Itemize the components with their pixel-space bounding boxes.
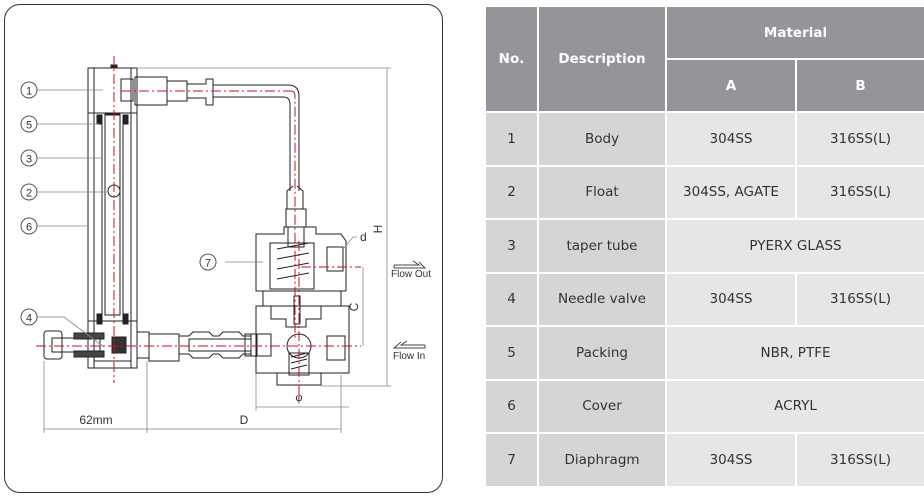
row-description: Needle valve [539,273,665,325]
row-no: 7 [486,434,537,486]
flow-in-label: Flow In [393,351,425,362]
row-material-b: 316SS(L) [797,113,924,165]
table-row: 2 Float 304SS, AGATE 316SS(L) [486,166,924,218]
dimension-lines [37,67,391,433]
row-no: 5 [486,327,537,379]
balloon-4: 4 [20,308,38,326]
row-no: 2 [486,166,537,218]
header-no: No. [486,7,537,111]
svg-text:1: 1 [26,86,32,98]
row-material-b: 316SS(L) [797,166,924,218]
table-row: 5 Packing NBR, PTFE [486,327,924,379]
diameter-label: φ [295,392,302,404]
flow-arrows [392,260,427,349]
port-d-label: d [360,230,367,244]
table-row: 6 Cover ACRYL [486,380,924,432]
row-no: 6 [486,380,537,432]
balloon-6: 6 [20,217,38,235]
row-material-a: 304SS [667,434,795,486]
dim-c-label: C [347,302,361,311]
svg-text:6: 6 [26,222,32,234]
svg-text:4: 4 [26,313,32,325]
row-no: 1 [486,113,537,165]
dim-d-label: D [240,413,249,427]
row-material-merged: PYERX GLASS [667,220,924,272]
row-no: 4 [486,273,537,325]
svg-text:5: 5 [26,120,32,132]
flowmeter-drawing: 1 5 3 2 6 4 7 62mm D H C d φ Flow Out Fl… [20,56,431,433]
balloon-2: 2 [20,183,38,201]
row-no: 3 [486,220,537,272]
row-material-merged: ACRYL [667,380,924,432]
table-row: 7 Diaphragm 304SS 316SS(L) [486,434,924,486]
meter-body [87,64,138,369]
balloon-3: 3 [20,149,38,167]
header-material-b: B [797,60,924,111]
balloons: 1 5 3 2 6 4 7 [20,81,217,326]
flow-out-label: Flow Out [391,269,431,280]
row-material-a: 304SS [667,113,795,165]
row-description: Packing [539,327,665,379]
svg-text:3: 3 [26,154,32,166]
row-material-merged: NBR, PTFE [667,327,924,379]
centerlines [36,56,361,396]
row-material-a: 304SS [667,273,795,325]
row-material-b: 316SS(L) [797,273,924,325]
header-material-a: A [667,60,795,111]
table-row: 1 Body 304SS 316SS(L) [486,113,924,165]
row-material-b: 316SS(L) [797,434,924,486]
row-description: Body [539,113,665,165]
header-description: Description [539,7,665,111]
material-spec-table: No. Description Material A B 1 Body 304S… [484,5,924,488]
flow-in-arrow [392,340,426,349]
row-description: Float [539,166,665,218]
table-row: 3 taper tube PYERX GLASS [486,220,924,272]
row-description: taper tube [539,220,665,272]
row-material-a: 304SS, AGATE [667,166,795,218]
row-description: Cover [539,380,665,432]
table-header-row: No. Description Material [486,7,924,111]
diaphragm-regulator [244,226,350,386]
svg-text:7: 7 [205,258,211,270]
drawing-frame: 1 5 3 2 6 4 7 62mm D H C d φ Flow Out Fl… [4,4,443,493]
dim-h-label: H [371,225,385,234]
header-material: Material [667,7,924,58]
outlet-tube [120,76,307,248]
balloon-5: 5 [20,115,38,133]
row-description: Diaphragm [539,434,665,486]
table-row: 4 Needle valve 304SS 316SS(L) [486,273,924,325]
balloon-1: 1 [20,81,38,99]
needle-valve [43,330,272,362]
balloon-7: 7 [199,253,217,271]
dim-62mm-label: 62mm [79,413,112,427]
svg-text:2: 2 [26,188,32,200]
table-subheader-row: A B [486,60,924,111]
flow-out-arrow [393,260,427,269]
